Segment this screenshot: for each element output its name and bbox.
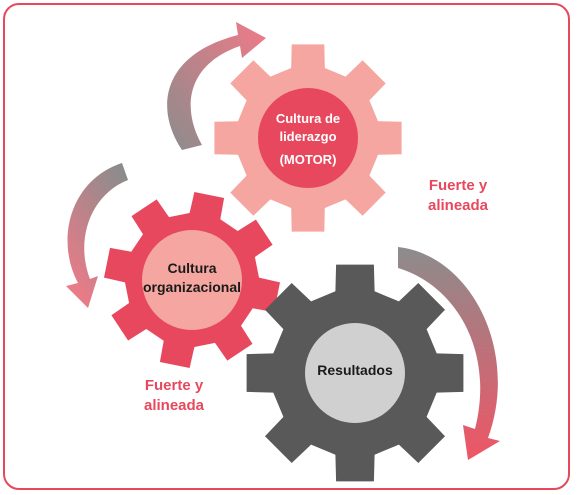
leadership-gear xyxy=(214,44,402,232)
arrow-left-curved xyxy=(66,163,128,308)
organizational-label-line2: organizacional xyxy=(143,279,241,295)
left-label-line2: alineada xyxy=(144,397,205,414)
arrow-right-curved xyxy=(398,247,500,460)
leadership-label-line3: (MOTOR) xyxy=(280,152,337,167)
organizational-label-line1: Cultura xyxy=(168,260,217,276)
leadership-label-line2: liderazgo xyxy=(279,129,336,144)
diagram-frame xyxy=(3,3,570,490)
results-gear-hub xyxy=(305,323,405,423)
right-label-line1: Fuerte y xyxy=(429,177,488,194)
leadership-gear-hub xyxy=(258,88,358,188)
results-label: Resultados xyxy=(317,362,393,378)
results-gear xyxy=(246,264,464,482)
right-label-line2: alineada xyxy=(428,197,489,214)
arrow-top-curved xyxy=(167,22,266,150)
leadership-label-line1: Cultura de xyxy=(276,111,340,126)
left-label-line1: Fuerte y xyxy=(145,377,204,394)
organizational-gear-hub xyxy=(142,230,242,330)
organizational-gear xyxy=(104,192,280,368)
